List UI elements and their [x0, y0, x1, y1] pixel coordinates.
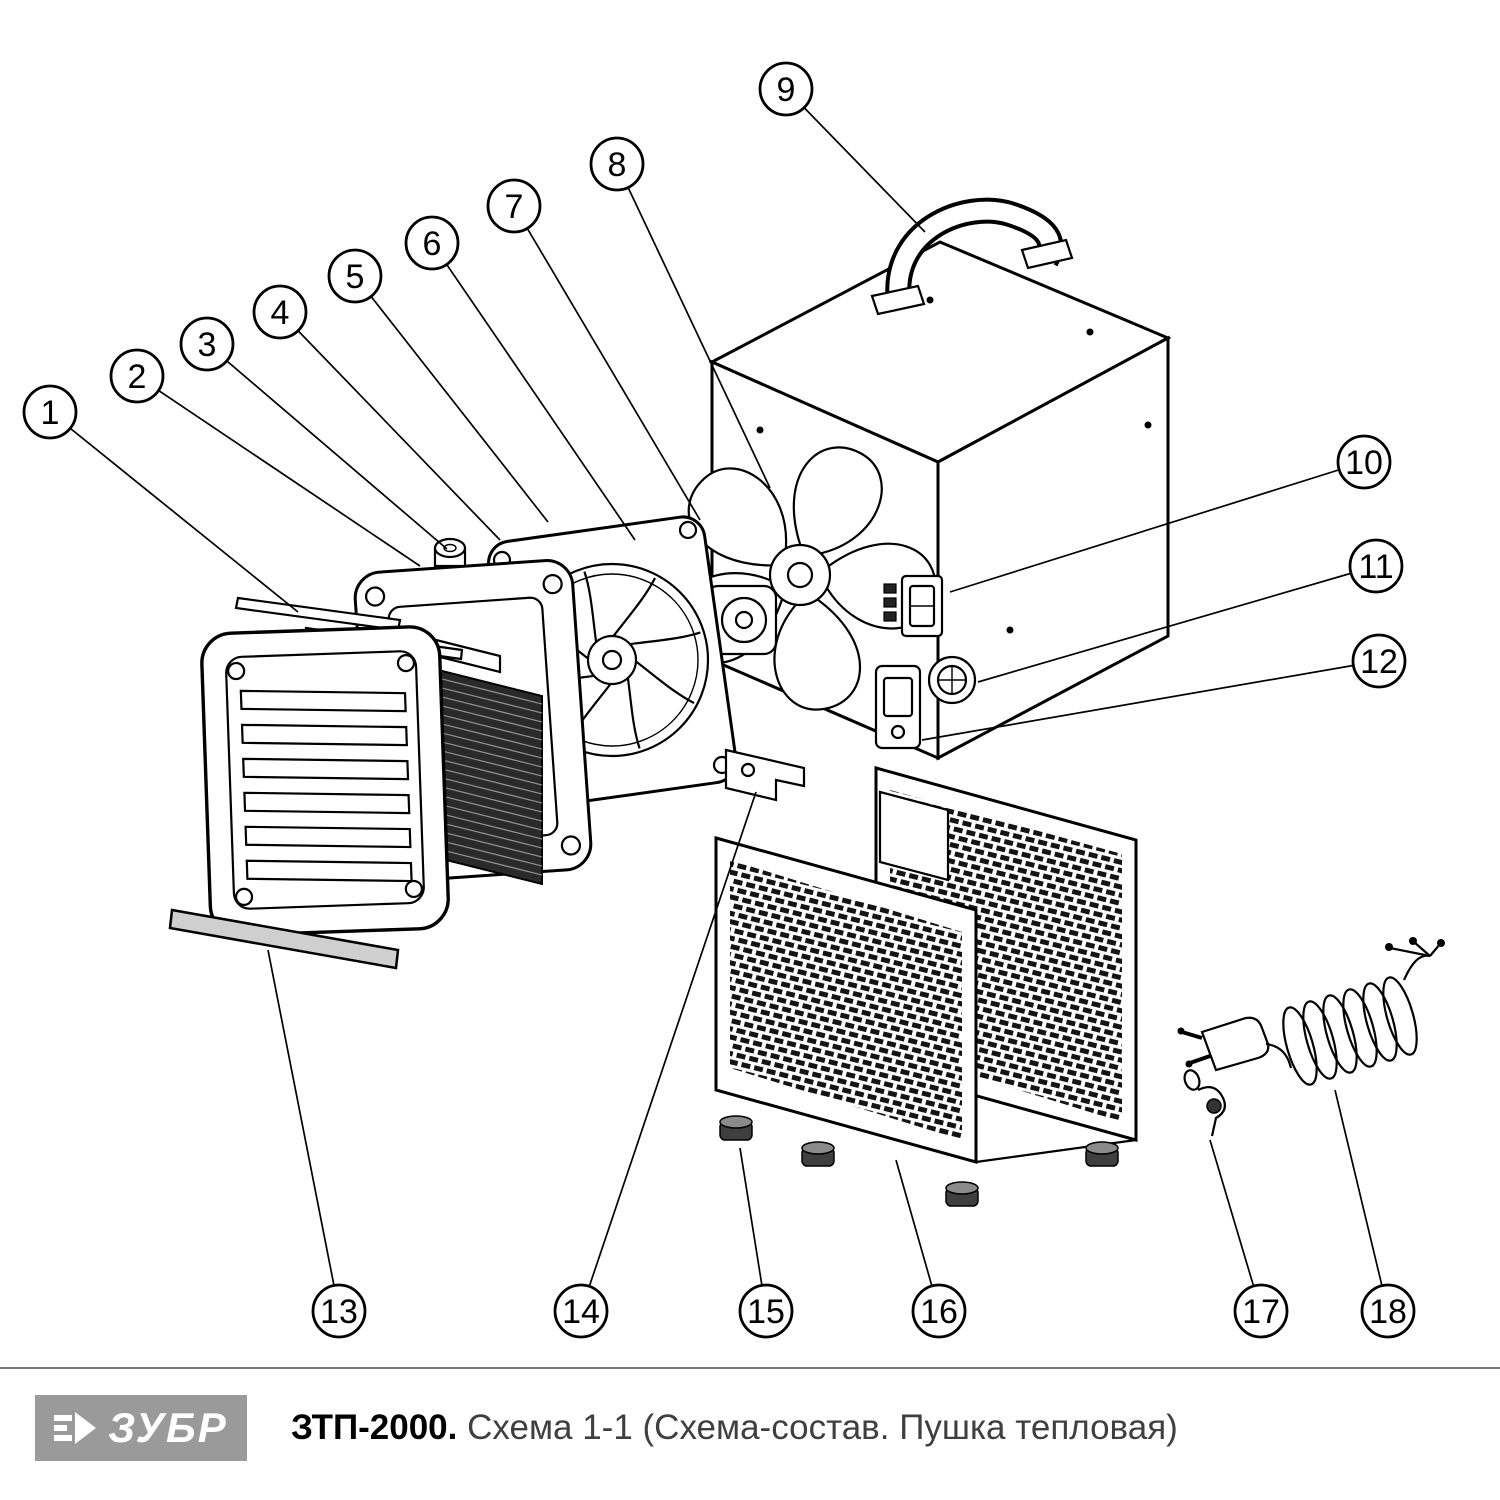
- callout-15: 15: [738, 1283, 794, 1339]
- grille-louvers: [239, 689, 413, 883]
- footer: ЗУБР ЗТП-2000. Схема 1-1 (Схема-состав. …: [35, 1394, 1178, 1462]
- callout-6-number: 6: [423, 225, 442, 263]
- brand-name: ЗУБР: [108, 1404, 228, 1451]
- rubber-foot: [801, 1141, 835, 1167]
- callout-8: 8: [589, 136, 645, 192]
- callout-1: 1: [22, 384, 78, 440]
- fan-motor: [704, 584, 778, 656]
- callout-10: 10: [1336, 434, 1392, 490]
- callout-5-number: 5: [346, 258, 365, 296]
- callout-17: 17: [1233, 1283, 1289, 1339]
- callout-9-number: 9: [777, 71, 796, 109]
- callout-16-number: 16: [920, 1293, 958, 1331]
- callout-18-number: 18: [1369, 1293, 1407, 1331]
- callout-12-number: 12: [1360, 643, 1398, 681]
- callout-3-number: 3: [198, 326, 217, 364]
- callout-9: 9: [758, 61, 814, 117]
- thermostat-switch: [874, 664, 922, 750]
- callout-15-number: 15: [747, 1293, 785, 1331]
- zubr-logo-icon: [54, 1412, 97, 1444]
- cord-coil: [1282, 976, 1418, 1086]
- callout-11: 11: [1348, 538, 1404, 594]
- callout-8-number: 8: [608, 146, 627, 184]
- callout-5: 5: [327, 248, 383, 304]
- rubber-feet: [719, 1115, 1119, 1207]
- diagram-title: ЗТП-2000. Схема 1-1 (Схема-состав. Пушка…: [291, 1408, 1178, 1448]
- callout-17-number: 17: [1242, 1293, 1280, 1331]
- rubber-foot: [945, 1181, 979, 1207]
- callout-14: 14: [553, 1283, 609, 1339]
- model-number: ЗТП-2000.: [291, 1408, 458, 1447]
- rubber-foot: [1085, 1141, 1119, 1167]
- leader-lines: [49, 88, 1389, 1312]
- zubr-logo: ЗУБР: [35, 1395, 247, 1461]
- callouts: 1 2 3 4 5 6 7 8 9 10 11 12 13 14 15 16 1…: [22, 61, 1416, 1339]
- callout-10-number: 10: [1345, 444, 1383, 482]
- callout-13: 13: [311, 1283, 367, 1339]
- base-chassis: [714, 766, 1138, 1164]
- fan-impeller: [522, 570, 702, 750]
- front-grille: [200, 625, 450, 937]
- thermostat-cap: [433, 537, 467, 568]
- rubber-foot: [719, 1115, 753, 1141]
- carry-handle: [870, 197, 1074, 316]
- mounting-bracket: [724, 748, 806, 802]
- callout-4-number: 4: [271, 294, 290, 332]
- callout-3: 3: [179, 316, 235, 372]
- callout-7-number: 7: [505, 188, 524, 226]
- callout-4: 4: [252, 284, 308, 340]
- footer-divider: [0, 1367, 1500, 1369]
- callout-6: 6: [404, 215, 460, 271]
- fan-blade: [657, 446, 948, 728]
- callout-1-number: 1: [41, 394, 60, 432]
- callout-2: 2: [109, 348, 165, 404]
- callout-11-number: 11: [1358, 548, 1393, 586]
- callout-16: 16: [911, 1283, 967, 1339]
- diagram-caption: Схема 1-1 (Схема-состав. Пушка тепловая): [467, 1408, 1178, 1447]
- power-switch: [883, 574, 944, 638]
- callout-13-number: 13: [320, 1293, 358, 1331]
- callout-2-number: 2: [128, 358, 147, 396]
- callout-18: 18: [1360, 1283, 1416, 1339]
- sealing-strip-bottom: [168, 908, 400, 970]
- cord-clamp: [1183, 1069, 1227, 1137]
- callout-7: 7: [486, 178, 542, 234]
- thermostat-knob: [927, 655, 977, 705]
- power-cord: [1177, 937, 1445, 1086]
- callout-12: 12: [1351, 633, 1407, 689]
- callout-14-number: 14: [562, 1293, 600, 1331]
- power-plug: [1177, 1016, 1270, 1072]
